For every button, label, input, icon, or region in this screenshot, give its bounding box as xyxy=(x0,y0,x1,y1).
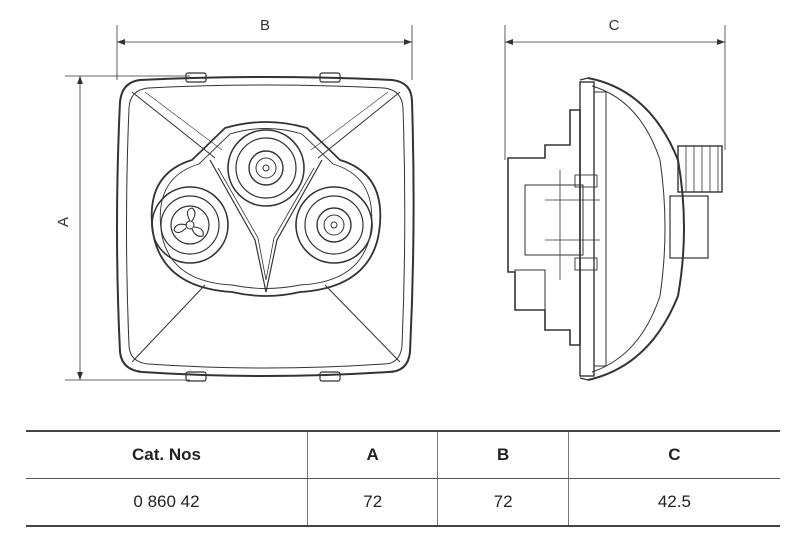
front-view xyxy=(65,25,415,382)
column-header-b: B xyxy=(437,430,569,479)
cell-b: 72 xyxy=(437,478,569,527)
cell-cat-no: 0 860 42 xyxy=(26,478,308,527)
column-header-cat-nos: Cat. Nos xyxy=(26,430,308,479)
cell-a: 72 xyxy=(306,478,438,527)
table-row: 0 860 42 72 72 42.5 xyxy=(26,478,780,527)
dimension-table: Cat. Nos A B C 0 860 42 72 72 42.5 xyxy=(26,430,780,527)
dimension-label-b: B xyxy=(260,17,270,34)
column-header-c: C xyxy=(567,430,780,479)
table-header-row: Cat. Nos A B C xyxy=(26,430,780,479)
column-header-a: A xyxy=(306,430,438,479)
cell-c: 42.5 xyxy=(567,478,780,527)
dimension-label-a: A xyxy=(55,217,72,227)
technical-drawing: B A C xyxy=(55,17,726,382)
dimension-label-c: C xyxy=(609,17,620,34)
side-view xyxy=(504,25,726,381)
